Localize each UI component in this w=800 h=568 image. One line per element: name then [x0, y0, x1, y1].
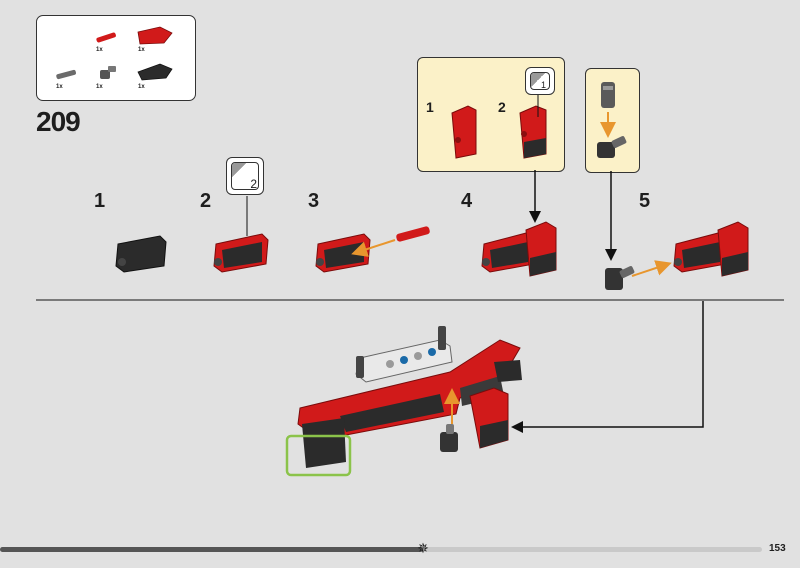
part-qty: 1x — [138, 84, 145, 90]
sub-step-3: 3 — [308, 190, 320, 212]
callout-step-1: 1 — [426, 99, 434, 115]
part-qty: 1x — [138, 47, 145, 53]
callout-pin-connector — [597, 82, 627, 158]
progress-fill — [0, 547, 423, 552]
gray-pin-icon — [56, 69, 76, 80]
page-number: 153 — [769, 543, 786, 554]
sub-step-5: 5 — [639, 190, 651, 212]
part-qty: 1x — [96, 47, 103, 53]
flip-badge-label: 1 — [540, 80, 546, 90]
black-panel-icon — [137, 63, 173, 81]
red-axle-pin-icon — [96, 32, 116, 43]
progress-marker-icon: ✵ — [417, 540, 429, 556]
red-panel-icon — [137, 26, 173, 45]
flip-badge-number: 2 — [250, 177, 257, 191]
gray-connector-icon — [100, 66, 116, 79]
section-divider — [36, 299, 784, 301]
callout-red-panel-1 — [451, 105, 477, 159]
sub-step-1: 1 — [94, 190, 106, 212]
flip-badge-small: 1 — [525, 67, 555, 95]
step4-panel-assembly — [481, 221, 557, 277]
part-qty: 1x — [96, 84, 103, 90]
sub-step-2: 2 — [200, 190, 212, 212]
step1-black-panel — [115, 235, 167, 273]
step2-panel-assembly — [213, 233, 269, 273]
sub-step-4: 4 — [461, 190, 473, 212]
step3-panel-assembly — [315, 226, 430, 273]
step-number: 209 — [36, 106, 81, 137]
callout-step-2: 2 — [498, 99, 506, 115]
highlight-box — [285, 434, 352, 477]
callout-red-panel-2 — [519, 105, 547, 159]
step5-panel-assembly — [605, 221, 749, 290]
parts-list-box — [36, 15, 196, 101]
main-assembly — [297, 326, 522, 468]
flip-badge: 2 — [226, 157, 264, 195]
part-qty: 1x — [56, 84, 63, 90]
